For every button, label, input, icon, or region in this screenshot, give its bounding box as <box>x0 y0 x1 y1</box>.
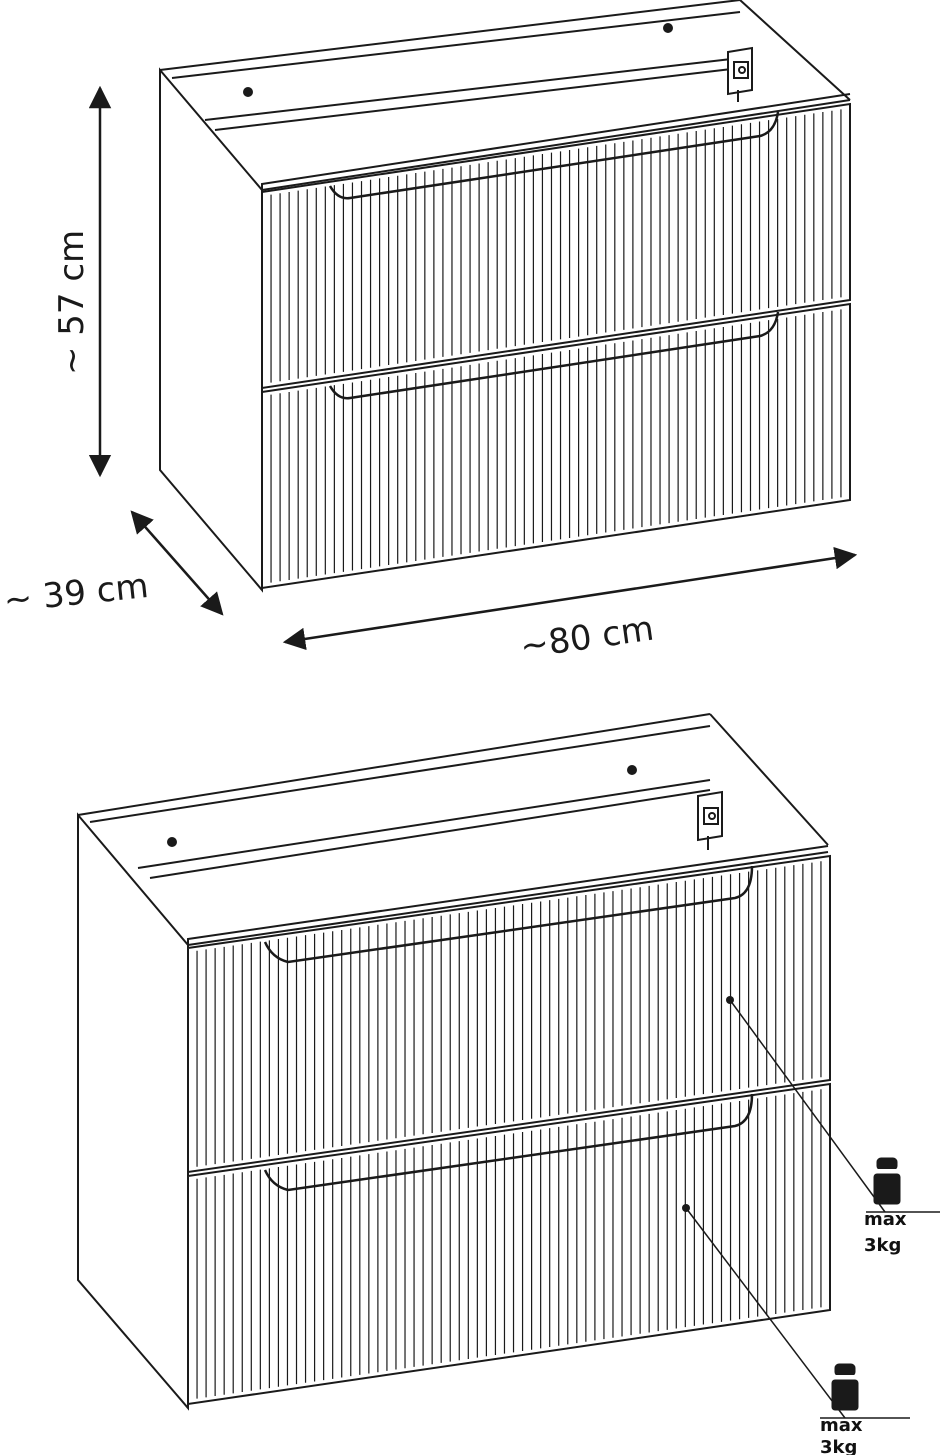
cabinet-top-front-edge <box>261 93 851 191</box>
mount-hole <box>663 23 673 33</box>
load-indicator-lower <box>682 1204 910 1419</box>
cabinet-back-top <box>77 713 829 846</box>
weight-icon <box>873 1157 901 1205</box>
load-indicator-upper <box>726 996 940 1213</box>
weight-icon <box>831 1363 859 1411</box>
hanging-bracket <box>697 790 723 850</box>
depth-dimension-arrow <box>130 510 224 616</box>
cabinet-inner-rail <box>137 779 711 879</box>
mount-hole <box>167 837 177 847</box>
width-label: ~80 cm <box>518 609 657 667</box>
load-max-label: max <box>820 1415 863 1436</box>
cabinet-top-front-edge <box>187 845 829 946</box>
drawer-handle-cutout <box>328 311 780 400</box>
drawer-lower <box>261 302 851 590</box>
drawer-handle-cutout <box>263 865 754 964</box>
hanging-bracket <box>727 46 753 102</box>
drawer-handle-cutout <box>328 111 780 200</box>
depth-label: ~ 39 cm <box>2 566 151 621</box>
cabinet-inner-rail <box>204 57 741 131</box>
mount-hole <box>243 87 253 97</box>
cabinet-side-panel <box>159 67 263 593</box>
height-label: ~ 57 cm <box>52 230 92 375</box>
width-dimension-arrow <box>282 546 858 651</box>
cabinet-back-top <box>159 0 851 101</box>
load-weight-label: 3kg <box>864 1235 901 1256</box>
drawer-upper <box>187 854 831 1174</box>
load-weight-label: 3kg <box>820 1437 857 1455</box>
cabinet-side-panel <box>77 812 189 1411</box>
mount-hole <box>627 765 637 775</box>
cabinet-bottom-view <box>77 713 831 1411</box>
drawer-handle-cutout <box>263 1093 754 1192</box>
dimension-lines <box>88 85 858 651</box>
drawer-lower <box>187 1082 831 1406</box>
load-max-label: max <box>864 1209 907 1230</box>
cabinet-top-view <box>159 0 851 593</box>
drawer-upper <box>261 102 851 390</box>
